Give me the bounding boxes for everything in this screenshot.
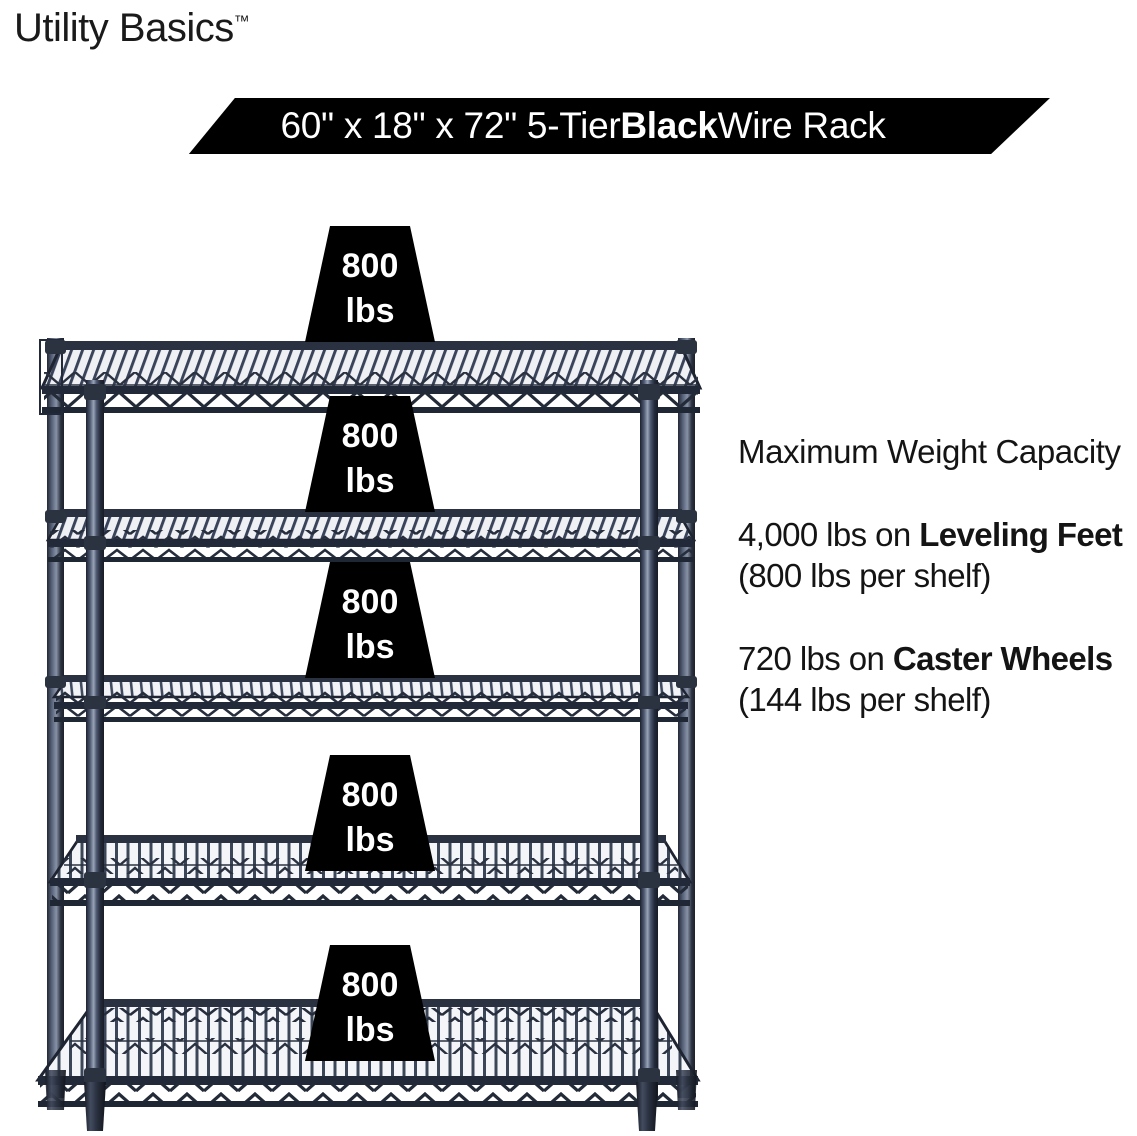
banner-text-before: 60" x 18" x 72" 5-Tier xyxy=(280,105,621,146)
badge-unit-1: lbs xyxy=(345,292,394,330)
badge-unit-2: lbs xyxy=(345,462,394,500)
caster-detail: (144 lbs per shelf) xyxy=(738,680,991,718)
capacity-badge-2: 800 lbs xyxy=(305,396,435,512)
wire-rack-product-illustration: 800 lbs 800 lbs 800 lbs 800 lbs 800 lbs xyxy=(0,210,760,1131)
banner-text-emphasis: Black xyxy=(620,105,718,146)
badge-unit-4: lbs xyxy=(345,821,394,859)
caster-total: 720 lbs on xyxy=(738,639,893,677)
banner-parallelogram-shape xyxy=(188,98,1050,154)
badge-unit-3: lbs xyxy=(345,628,394,666)
caster-wheels-capacity-block: 720 lbs on Caster Wheels (144 lbs per sh… xyxy=(738,639,1133,721)
leveling-feet-capacity-block: 4,000 lbs on Leveling Feet (800 lbs per … xyxy=(738,515,1133,597)
badge-trapezoid-4 xyxy=(305,755,435,871)
capacity-heading: Maximum Weight Capacity xyxy=(738,433,1121,470)
badge-value-4: 800 xyxy=(342,776,399,814)
badge-value-2: 800 xyxy=(342,417,399,455)
shelf-tier-3 xyxy=(51,675,691,722)
rack-svg: 800 lbs 800 lbs 800 lbs 800 lbs 800 lbs xyxy=(35,226,703,1131)
capacity-heading-block: Maximum Weight Capacity xyxy=(738,432,1133,473)
badge-trapezoid-1 xyxy=(305,226,435,342)
leveling-detail: (800 lbs per shelf) xyxy=(738,556,991,594)
product-title-banner: 60" x 18" x 72" 5-Tier Black Wire Rack xyxy=(130,98,1050,154)
leveling-total: 4,000 lbs on xyxy=(738,515,920,553)
capacity-badge-3: 800 lbs xyxy=(305,562,435,678)
shelf-tier-2 xyxy=(45,509,697,562)
caster-label: Caster Wheels xyxy=(892,639,1113,677)
leveling-feet-capacity-text: 4,000 lbs on Leveling Feet (800 lbs per … xyxy=(738,515,1133,597)
rack-front-posts xyxy=(45,340,697,1100)
caster-wheels-capacity-text: 720 lbs on Caster Wheels (144 lbs per sh… xyxy=(738,639,1133,721)
brand-name: Utility Basics xyxy=(14,6,234,50)
capacity-badge-5: 800 lbs xyxy=(305,945,435,1061)
leveling-label: Leveling Feet xyxy=(919,515,1123,553)
banner-title-text: 60" x 18" x 72" 5-Tier Black Wire Rack xyxy=(130,98,1050,154)
capacity-badge-1: 800 lbs xyxy=(305,226,435,342)
banner-text-after: Wire Rack xyxy=(717,105,886,146)
badge-unit-5: lbs xyxy=(345,1011,394,1049)
badge-trapezoid-2 xyxy=(305,396,435,512)
badge-trapezoid-5 xyxy=(305,945,435,1061)
brand-wordmark: Utility Basics™ xyxy=(14,6,250,51)
trademark-symbol: ™ xyxy=(233,13,250,31)
badge-value-1: 800 xyxy=(342,247,399,285)
leveling-feet xyxy=(45,1070,697,1131)
badge-value-5: 800 xyxy=(342,966,399,1004)
capacity-badge-4: 800 lbs xyxy=(305,755,435,871)
badge-value-3: 800 xyxy=(342,583,399,621)
capacity-copy-column: Maximum Weight Capacity 4,000 lbs on Lev… xyxy=(738,432,1133,721)
badge-trapezoid-3 xyxy=(305,562,435,678)
